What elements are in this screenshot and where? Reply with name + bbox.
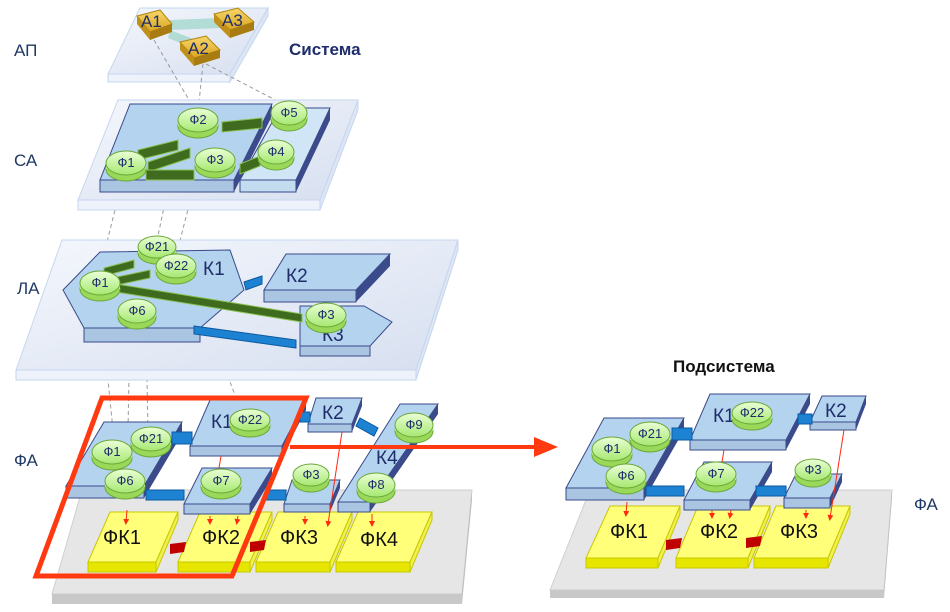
function-node-22: Ф22 [731,401,773,431]
svg-text:А2: А2 [188,39,209,58]
function-node-4: Ф4 [257,139,295,171]
fa-component-k1: К1 [211,412,233,433]
function-label: Ф1 [117,155,134,170]
svg-text:ФК4: ФК4 [360,529,398,551]
subsystem-selection-frame [32,395,310,579]
function-node-22: Ф22 [155,253,197,285]
function-node-7: Ф7 [695,461,737,493]
function-node-2: Ф2 [177,107,219,139]
fa-layer: ФК1 ФК2 ФК3 ФК4 К1 [51,397,473,604]
function-label: Ф8 [367,477,384,492]
function-node-22: Ф22 [229,408,271,438]
function-label: Ф21 [139,431,163,446]
function-label: Ф3 [317,307,334,322]
fa-component-k2: К2 [322,403,344,424]
function-label: Ф3 [302,467,319,482]
function-label: Ф21 [145,239,169,254]
function-node-3: Ф3 [194,147,236,179]
function-node-1: Ф1 [91,439,133,471]
svg-text:ФК2: ФК2 [700,521,738,543]
function-label: Ф2 [189,112,206,127]
function-node-6: Ф6 [117,298,157,330]
svg-text:А3: А3 [222,11,243,30]
subsystem-layer: ФК1 ФК2 ФК3 К1 К2 [549,393,893,598]
function-label: Ф22 [740,405,764,420]
sub-allocation-arrows [623,429,845,521]
ap-layer: А1 А3 А2 [107,6,269,84]
fa-component-k4: К4 [376,448,398,469]
function-label: Ф1 [91,275,108,290]
function-label: Ф3 [804,462,821,477]
level-label-la: ЛА [17,279,40,298]
fa-physical-fk4: ФК4 [335,511,433,573]
function-label: Ф7 [212,473,229,488]
la-layer: К1 К2 К3 [15,239,459,381]
sub-physical-fk3: ФК3 [753,505,851,569]
function-label: Ф6 [128,303,145,318]
actor-a2: А2 [179,35,221,66]
function-label: Ф21 [638,426,662,441]
function-label: Ф7 [707,466,724,481]
function-node-6: Ф6 [104,468,146,500]
function-label: Ф9 [405,417,422,432]
function-label: Ф22 [238,412,262,427]
level-label-ap: АП [14,41,37,60]
function-label: Ф1 [103,444,120,459]
svg-text:ФК3: ФК3 [780,521,818,543]
svg-text:ФК3: ФК3 [280,527,318,549]
subsystem-arrow-head [534,437,558,457]
sub-physical-fk1: ФК1 [585,505,681,569]
function-node-21: Ф21 [629,421,671,453]
level-label-sa: СА [14,151,38,170]
subsystem-title: Подсистема [673,357,775,376]
function-node-8: Ф8 [356,472,396,504]
function-node-1: Ф1 [591,436,633,468]
actor-a3: А3 [213,7,255,38]
function-node-9: Ф9 [394,412,434,444]
function-node-5: Ф5 [270,100,308,132]
function-node-3: Ф3 [292,463,330,493]
fa-physical-fk1: ФК1 [87,511,179,573]
function-node-3: Ф3 [794,458,832,488]
svg-text:ФК1: ФК1 [103,527,141,549]
function-label: Ф6 [617,468,634,483]
function-node-3: Ф3 [305,302,347,334]
sub-physical-fk2: ФК2 [675,505,771,569]
function-label: Ф5 [280,105,297,120]
system-title: Система [289,40,361,59]
function-label: Ф3 [206,152,223,167]
svg-text:ФК1: ФК1 [610,521,648,543]
actor-a1: А1 [136,9,173,40]
function-label: Ф22 [164,258,188,273]
function-node-6: Ф6 [605,463,647,495]
function-node-1: Ф1 [105,150,147,182]
level-label-fa: ФА [14,451,39,470]
function-node-21: Ф21 [130,426,172,458]
sub-component-k2: К2 [825,401,847,422]
la-component-k1: К1 [203,259,225,280]
function-node-7: Ф7 [200,468,242,500]
sub-component-k1: К1 [713,406,735,427]
function-node-1: Ф1 [79,270,121,302]
level-label-fa-right: ФА [914,495,939,514]
svg-text:ФК2: ФК2 [202,527,240,549]
la-component-k2: К2 [286,266,308,287]
svg-text:А1: А1 [141,12,162,31]
function-label: Ф6 [116,473,133,488]
function-label: Ф4 [267,144,284,159]
function-label: Ф1 [603,441,620,456]
